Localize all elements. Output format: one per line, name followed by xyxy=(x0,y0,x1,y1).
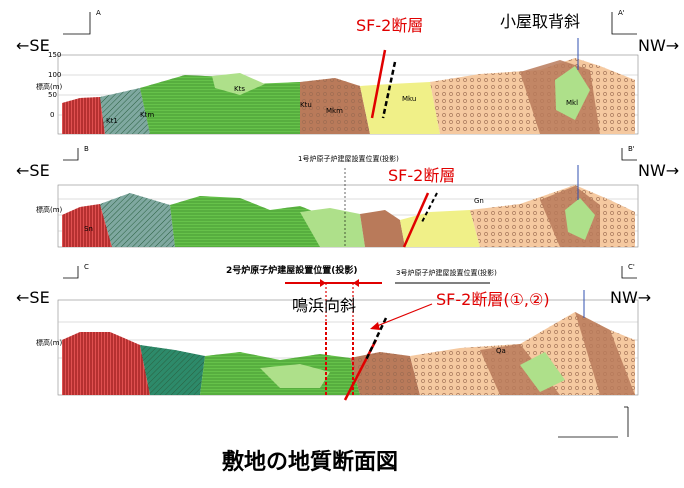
unit-label: Mku xyxy=(402,95,417,103)
unit-label: Kts xyxy=(234,85,245,93)
unit-label: Ktu xyxy=(300,101,312,109)
direction-nw-a: NW→ xyxy=(638,36,680,55)
unit-label: Qa xyxy=(496,347,506,355)
fault-dashed-a xyxy=(381,61,397,119)
section-marker-a: A xyxy=(96,9,101,17)
fault-line-a xyxy=(370,49,387,119)
fault-label-b: SF-2断層 xyxy=(388,166,456,185)
axis-label-a: 標高(m) xyxy=(36,83,63,91)
direction-se-a: ←SE xyxy=(16,36,50,55)
section-marker-c: C xyxy=(84,263,89,271)
unit-label: Sn xyxy=(84,225,93,233)
unit-mku-a xyxy=(360,82,440,134)
unit3-reactor-label: 3号炉原子炉建屋設置位置(投影) xyxy=(396,269,497,277)
unit-mkm-b xyxy=(360,210,405,247)
section-marker-a-prime: A' xyxy=(618,9,625,17)
unit-label: Kt1 xyxy=(106,117,118,125)
axis-label-c: 標高(m) xyxy=(36,339,63,347)
direction-se-b: ←SE xyxy=(16,161,50,180)
axis-tick-50: 50 xyxy=(48,91,57,99)
unit-label: Gn xyxy=(474,197,484,205)
unit-label: Mkm xyxy=(326,107,343,115)
unit-label: Ktm xyxy=(140,111,155,119)
direction-nw-b: NW→ xyxy=(638,161,680,180)
unit-kts-a xyxy=(212,73,265,95)
unit1-reactor-label: 1号炉原子炉建屋設置位置(投影) xyxy=(298,155,399,163)
section-marker-c-prime: C' xyxy=(628,263,635,271)
anticline-label: 小屋取背斜 xyxy=(500,12,581,31)
figure-caption: 敷地の地質断面図 xyxy=(222,450,399,475)
unit2-reactor-label: 2号炉原子炉建屋設置位置(投影) xyxy=(226,266,358,276)
section-marker-b-prime: B' xyxy=(628,145,635,153)
fault-label-c: SF-2断層(①,②) xyxy=(436,290,550,309)
unit-mku-b xyxy=(400,210,480,247)
fault-label-a: SF-2断層 xyxy=(356,16,424,35)
syncline-label: 鳴浜向斜 xyxy=(292,296,357,315)
fault-callout-arrow xyxy=(371,303,433,329)
axis-label-b: 標高(m) xyxy=(36,206,63,214)
section-c xyxy=(57,279,639,401)
unit-ktu-b xyxy=(300,208,365,247)
direction-se-c: ←SE xyxy=(16,288,50,307)
fault-line-b xyxy=(402,192,430,248)
section-b xyxy=(57,168,639,248)
section-marker-b: B xyxy=(84,145,89,153)
axis-tick-0: 0 xyxy=(50,111,55,119)
unit-label: Mkl xyxy=(566,99,579,107)
axis-tick-150: 150 xyxy=(48,51,62,59)
axis-tick-100: 100 xyxy=(48,71,62,79)
section-a xyxy=(57,49,639,135)
direction-nw-c: NW→ xyxy=(610,288,652,307)
